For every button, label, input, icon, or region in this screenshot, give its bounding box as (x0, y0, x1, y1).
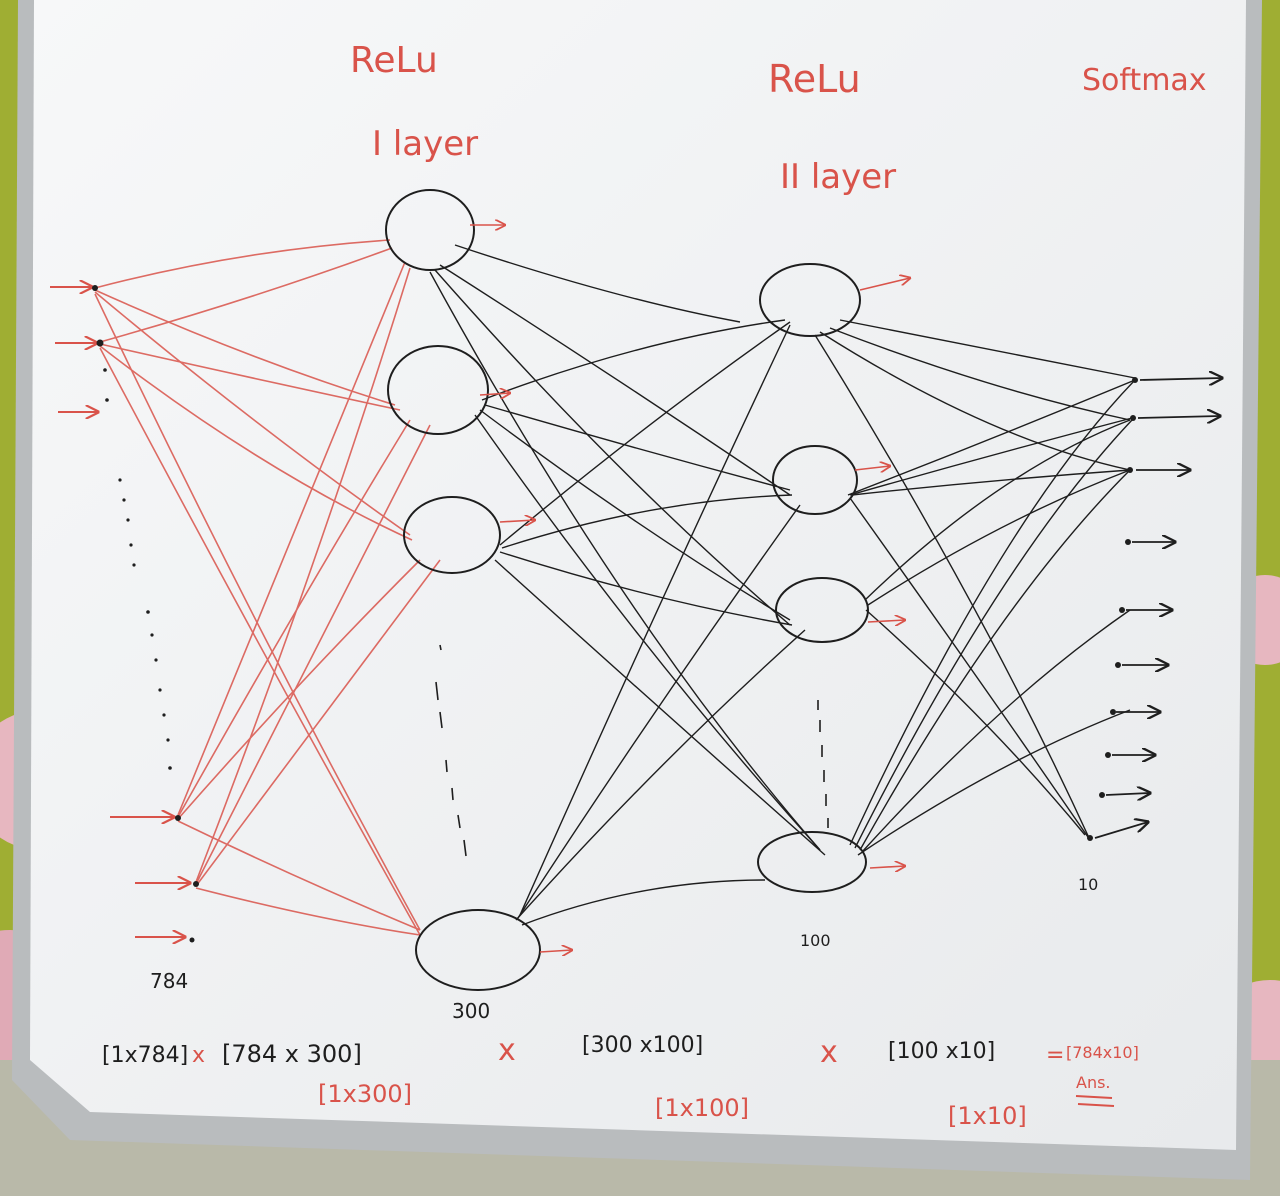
times-sign-3: x (820, 1035, 838, 1070)
output-count: 10 (1078, 875, 1098, 894)
hidden-layer-1 (385, 189, 572, 991)
layer2-count: 100 (800, 931, 831, 950)
answer-underline-2 (1077, 1103, 1115, 1107)
hidden-layer-connections (429, 244, 826, 926)
times-sign-2: x (498, 1033, 516, 1068)
output-activation: Softmax (1082, 63, 1207, 98)
times-sign-1: x (192, 1043, 205, 1068)
matrix-weights-2: [300 x100] (582, 1033, 703, 1058)
input-layer-connections (94, 239, 441, 936)
hidden-layer-2 (757, 263, 910, 893)
layer2-activation: ReLu (768, 57, 861, 101)
result-layer1: [1x300] (318, 1080, 412, 1108)
layer1-name: I layer (372, 124, 478, 164)
whiteboard (12, 0, 1262, 1180)
output-layer-connections (814, 319, 1136, 856)
layer2-name: II layer (780, 157, 896, 197)
matrix-input: [1x784] (102, 1043, 188, 1068)
matrix-result: [784x10] (1066, 1043, 1139, 1062)
output-layer (1087, 377, 1222, 841)
result-layer2: [1x100] (655, 1094, 749, 1122)
input-layer (50, 285, 199, 943)
layer1-activation: ReLu (350, 40, 438, 81)
answer-label: Ans. (1076, 1073, 1111, 1092)
equals-sign: = (1046, 1043, 1064, 1068)
result-output: [1x10] (948, 1102, 1027, 1130)
matrix-weights-1: [784 x 300] (222, 1040, 362, 1068)
layer1-count: 300 (452, 999, 490, 1023)
answer-underline (1075, 1095, 1113, 1099)
matrix-weights-3: [100 x10] (888, 1039, 995, 1064)
input-count: 784 (150, 969, 188, 993)
